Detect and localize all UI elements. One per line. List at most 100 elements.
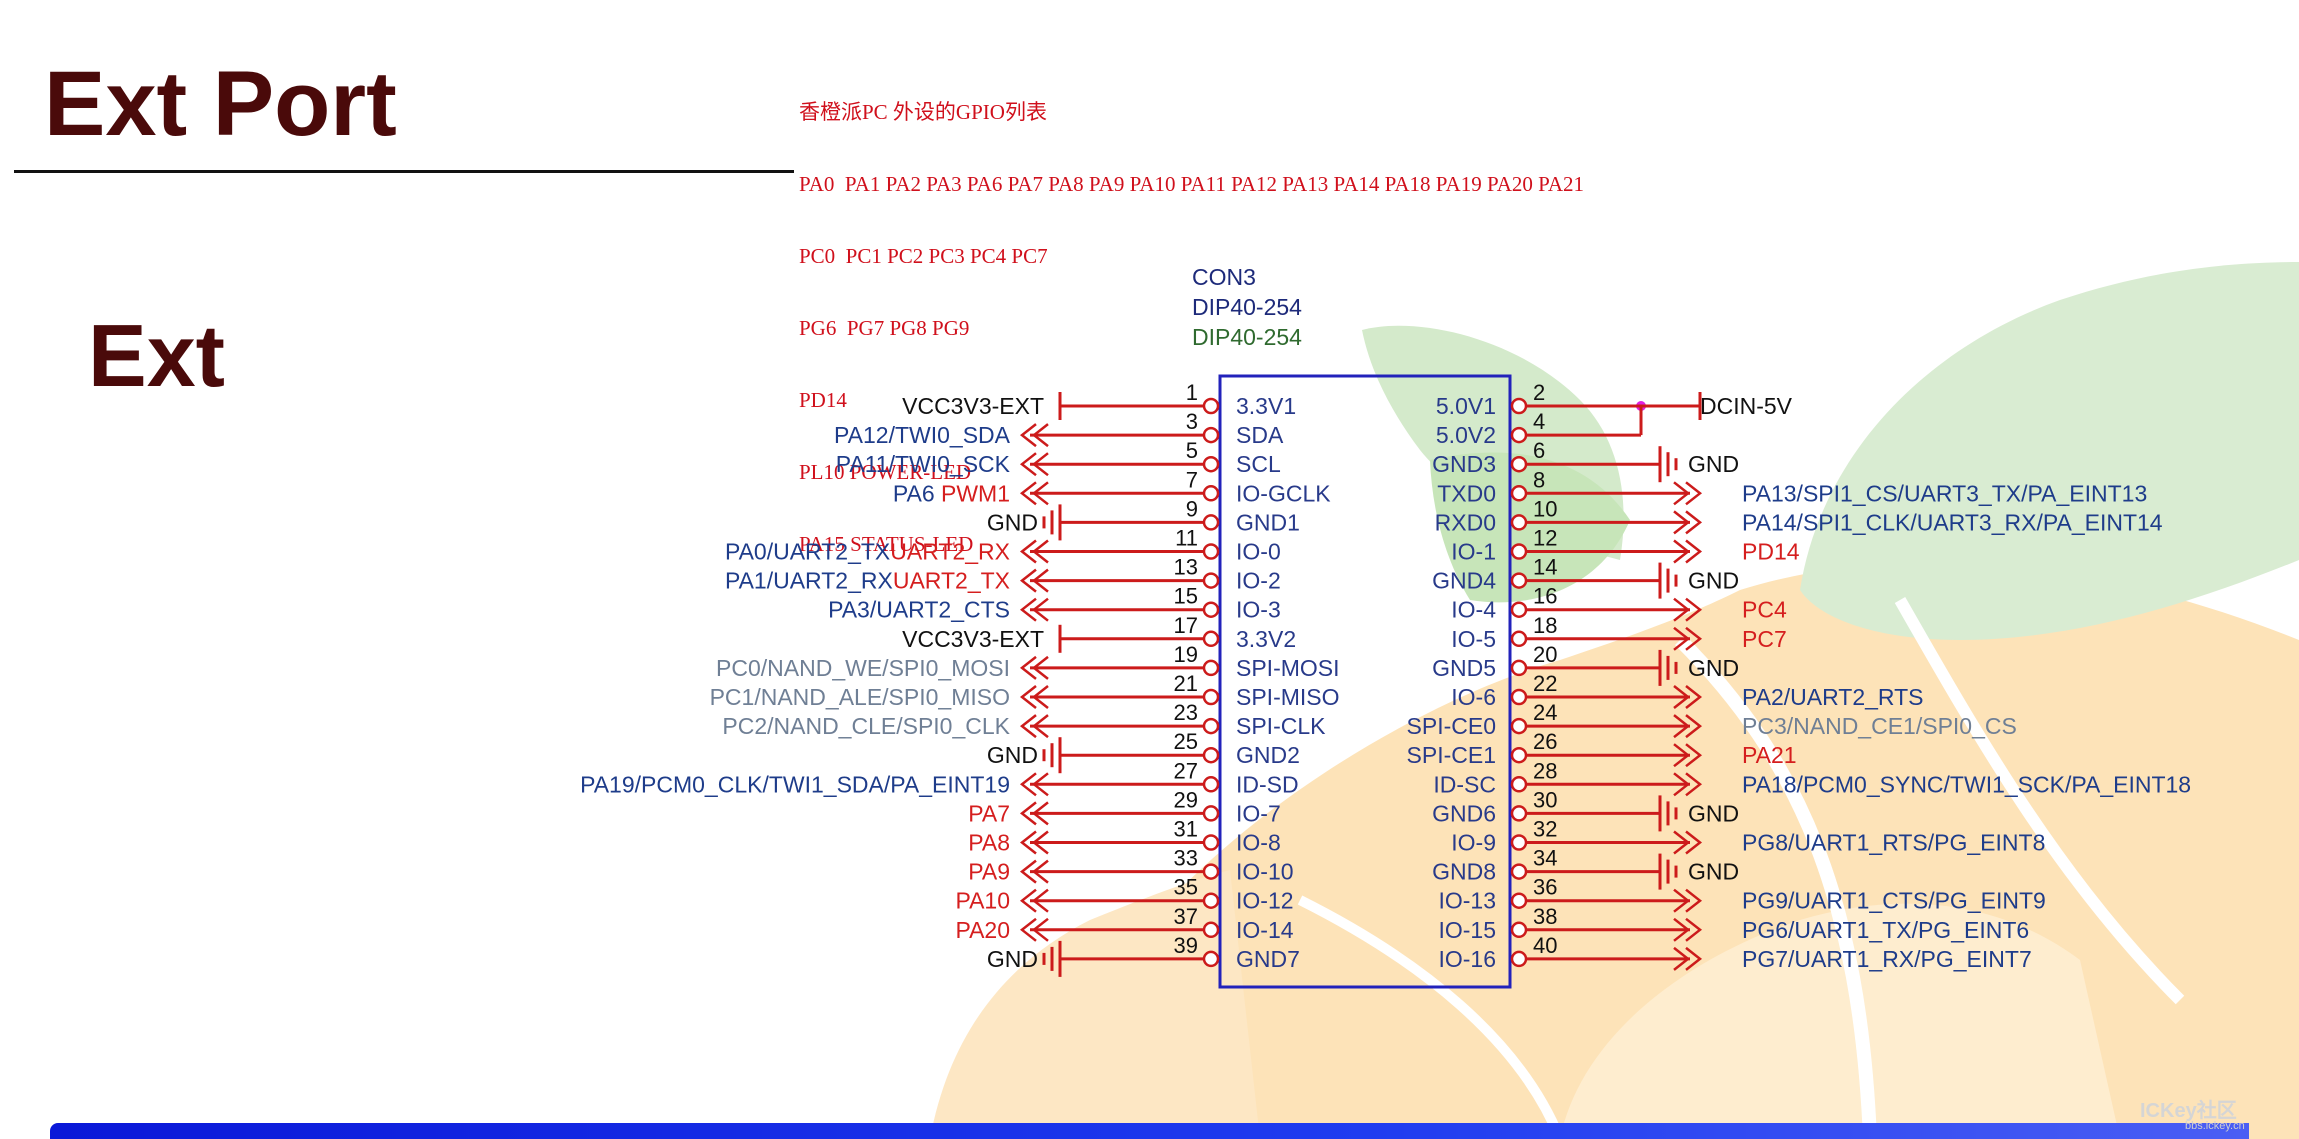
net-text: PA7 [968, 800, 1010, 826]
offpage-arrow [1019, 917, 1037, 942]
pin-circle [1202, 426, 1220, 444]
net-label: GND [1688, 451, 1739, 477]
pin-circle [1510, 397, 1528, 415]
connector-labels: CON3 DIP40-254 DIP40-254 [1192, 262, 1302, 352]
net-label: PA7 [968, 800, 1010, 826]
pin-number: 27 [1174, 758, 1198, 783]
net-text: GND [987, 742, 1038, 768]
net-text: GND [987, 946, 1038, 972]
net-text: PA2/UART2_RTS [1742, 684, 1924, 710]
net-text: PA13/SPI1_CS/UART3_TX/PA_EINT13 [1742, 480, 2147, 506]
pin-number: 32 [1533, 817, 1557, 842]
pin-name: SDA [1236, 422, 1284, 448]
offpage-arrow [1685, 481, 1703, 506]
offpage-arrow [1019, 655, 1037, 680]
pin-number: 20 [1533, 642, 1557, 667]
swirl-line-2 [1894, 597, 2185, 1005]
orange-leaf-shape-2 [930, 870, 1260, 1139]
pin-name: IO-8 [1236, 830, 1281, 856]
pin-name: IO-4 [1451, 597, 1496, 623]
pin-name: IO-10 [1236, 859, 1294, 885]
page-title: Ext Port [44, 53, 397, 155]
pin-circle [1510, 834, 1528, 851]
pin-number: 38 [1533, 904, 1557, 929]
pin-circle [1510, 746, 1528, 764]
net-text: PA12/TWI0_SDA [834, 422, 1011, 448]
pin-name: IO-14 [1236, 917, 1294, 943]
pin-name: SPI-CE1 [1407, 742, 1496, 768]
net-text: PA10 [955, 888, 1010, 914]
net-text: PA21 [1742, 742, 1797, 768]
net-label: PA10 [955, 888, 1010, 914]
pin-number: 7 [1186, 467, 1198, 492]
net-label: PA20 [955, 917, 1010, 943]
pin-number: 37 [1174, 904, 1198, 929]
pin-name: IO-0 [1236, 539, 1281, 565]
net-text: UART2_TX [893, 568, 1010, 594]
pin-name: IO-7 [1236, 800, 1281, 826]
offpage-arrow [1019, 714, 1037, 739]
pin-name: IO-6 [1451, 684, 1496, 710]
pin-circle [1202, 455, 1220, 473]
net-label: VCC3V3-EXT [902, 626, 1044, 652]
pin-number: 13 [1174, 555, 1198, 580]
net-text: PG6/UART1_TX/PG_EINT6 [1742, 917, 2029, 943]
net-text: PC7 [1742, 626, 1787, 652]
net-label: PA13/SPI1_CS/UART3_TX/PA_EINT13 [1742, 480, 2147, 506]
pin-number: 31 [1174, 817, 1198, 842]
pin-circle [1202, 834, 1220, 851]
offpage-arrow [1685, 743, 1703, 768]
pin-circle [1510, 921, 1528, 939]
net-label: PC3/NAND_CE1/SPI0_CS [1742, 713, 2017, 739]
net-text: VCC3V3-EXT [902, 393, 1044, 419]
swirl-line-3 [1297, 895, 1565, 1139]
note-line: PG6 PG7 PG8 PG9 [799, 316, 970, 340]
offpage-arrow [1685, 685, 1703, 709]
net-text: PA14/SPI1_CLK/UART3_RX/PA_EINT14 [1742, 509, 2163, 535]
pin-circle [1202, 921, 1220, 939]
offpage-arrow [1685, 597, 1703, 622]
net-text: PA1/UART2_RX [725, 568, 893, 594]
offpage-arrow [1019, 539, 1037, 564]
net-text: GND [987, 509, 1038, 535]
net-label: PC7 [1742, 626, 1787, 652]
pin-circle [1202, 805, 1220, 822]
net-label: GND [987, 742, 1038, 768]
offpage-arrow [1019, 772, 1037, 797]
pin-name: 5.0V2 [1436, 422, 1496, 448]
pin-name: SPI-MOSI [1236, 655, 1340, 681]
pin-name: TXD0 [1437, 480, 1496, 506]
net-label: GND [1688, 568, 1739, 594]
pin-number: 26 [1533, 729, 1557, 754]
net-label: PG7/UART1_RX/PG_EINT7 [1742, 946, 2032, 972]
pin-circle [1202, 514, 1220, 531]
pin-number: 23 [1174, 700, 1198, 725]
offpage-arrow [1685, 714, 1703, 739]
pin-number: 33 [1174, 846, 1198, 871]
net-text: PA18/PCM0_SYNC/TWI1_SCK/PA_EINT18 [1742, 771, 2191, 797]
pin-number: 28 [1533, 758, 1557, 783]
offpage-arrow [1019, 452, 1037, 477]
pin-number: 12 [1533, 526, 1557, 551]
pin-number: 1 [1186, 380, 1198, 405]
net-label: PA9 [968, 859, 1010, 885]
offpage-arrow [1019, 888, 1037, 913]
net-text: PA0/UART2_TX [725, 539, 890, 565]
connector-ref: CON3 [1192, 264, 1256, 290]
pin-number: 18 [1533, 613, 1557, 638]
watermark-url: bbs.ickey.cn [2185, 1120, 2245, 1132]
pin-number: 10 [1533, 496, 1557, 521]
pin-name: IO-3 [1236, 597, 1281, 623]
net-label: GND [1688, 800, 1739, 826]
pin-name: GND7 [1236, 946, 1300, 972]
pin-circle [1202, 776, 1220, 793]
net-text: PC1/NAND_ALE/SPI0_MISO [710, 684, 1010, 710]
watermark: ICKey社区 [2140, 1100, 2237, 1122]
net-text: VCC3V3-EXT [902, 626, 1044, 652]
section-label: Ext [88, 306, 225, 405]
net-label: PG8/UART1_RTS/PG_EINT8 [1742, 830, 2045, 856]
net-text: PC0/NAND_WE/SPI0_MOSI [716, 655, 1010, 681]
net-label: GND [987, 509, 1038, 535]
net-label: PC2/NAND_CLE/SPI0_CLK [722, 713, 1010, 739]
